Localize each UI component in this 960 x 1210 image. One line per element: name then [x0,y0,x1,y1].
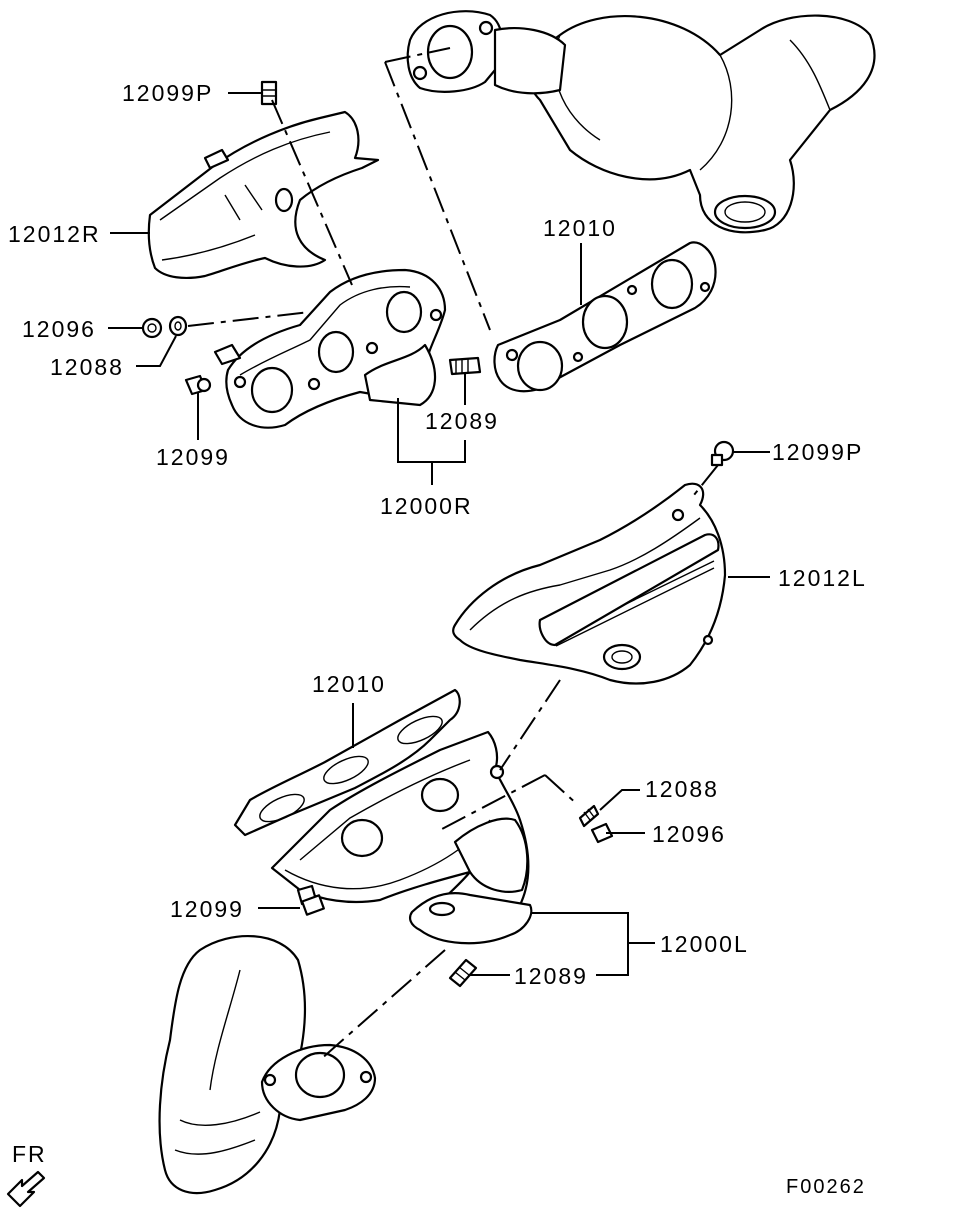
left-heat-insulator [452,482,727,685]
label-right-manifold: 12000R [380,493,473,519]
right-heat-insulator [147,110,380,279]
left-gasket [233,688,461,837]
label-right-washer: 12088 [50,354,124,380]
right-washer [168,315,188,337]
right-stud [448,356,482,376]
front-arrow-icon [6,1170,46,1208]
left-nut [590,822,614,844]
label-right-bolt: 12099 [156,444,230,470]
label-left-manifold: 12000L [660,931,749,957]
right-bolt-p [260,80,278,106]
label-right-bolt-p: 12099P [122,80,213,106]
right-catalytic-converter [406,10,876,234]
left-stud [448,958,478,988]
right-nut [141,317,163,339]
left-catalytic-converter [158,935,377,1195]
left-washer [578,804,600,828]
label-right-insulator: 12012R [8,221,101,247]
label-left-insulator: 12012L [778,565,867,591]
left-exhaust-manifold [270,730,533,945]
right-exhaust-manifold [213,268,447,429]
label-right-nut: 12096 [22,316,96,342]
figure-code: F00262 [786,1176,866,1198]
left-bolt-p [710,440,735,467]
right-bolt [184,374,212,396]
label-left-bolt: 12099 [170,896,244,922]
leader-lines [108,92,770,976]
label-right-gasket: 12010 [543,215,617,241]
left-bolt [296,884,325,916]
label-left-gasket: 12010 [312,671,386,697]
label-right-stud: 12089 [425,408,499,434]
front-direction-label: FR [12,1141,47,1167]
label-left-bolt-p: 12099P [772,439,863,465]
label-left-nut: 12096 [652,821,726,847]
label-left-washer: 12088 [645,776,719,802]
right-gasket [493,241,717,393]
label-left-stud: 12089 [514,963,588,989]
